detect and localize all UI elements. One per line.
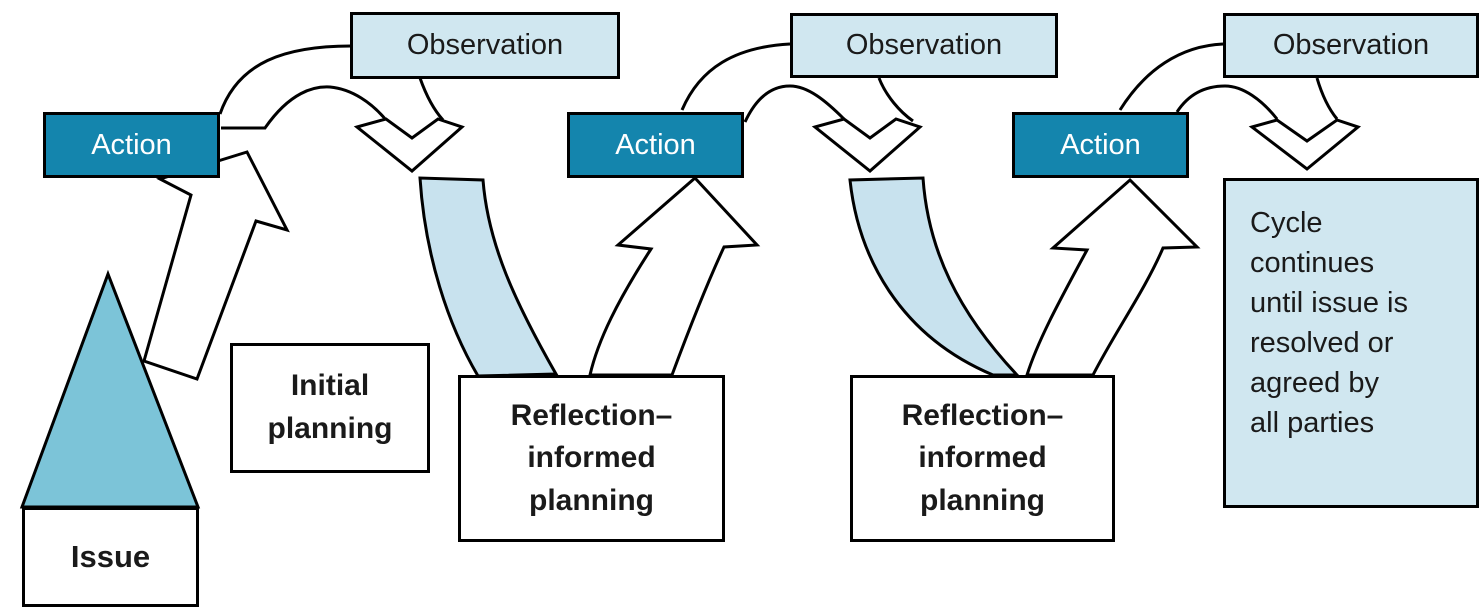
cycle-note-line-2: continues [1250,247,1375,280]
swoosh-to-reflection2 [848,176,1021,377]
initial-planning-line-2: planning [267,412,393,445]
initial-planning-box: Initial planning [230,343,430,473]
reflection-planning-box-2: Reflection– informed planning [850,375,1115,542]
arrow-reflection1-to-action2 [588,175,761,377]
reflection1-line-1: Reflection– [510,398,673,432]
observation-label-2: Observation [845,29,1003,61]
arc-action1-inner [221,85,388,130]
issue-box: Issue [22,507,199,607]
arrow-issue-to-action1 [142,150,290,381]
initial-planning-line-1: Initial [290,369,370,403]
observation-box-3: Observation [1223,13,1479,78]
observation-box-1: Observation [350,12,620,79]
arrowhead-down-2 [811,117,923,173]
action-box-2: Action [567,112,744,178]
swoosh-to-reflection1 [418,176,559,378]
cycle-continues-box: Cycle continues until issue is resolved … [1223,178,1479,508]
arc-action2-to-observation2 [680,42,791,111]
action-label-2: Action [615,128,696,161]
reflection1-line-3: planning [529,483,654,517]
arc-observation3-drop [1315,77,1339,120]
observation-label-3: Observation [1272,29,1430,61]
issue-label: Issue [70,539,151,574]
observation-label-1: Observation [406,29,564,61]
action-label-3: Action [1060,128,1141,161]
cycle-note-line-3: until issue is [1250,287,1408,320]
reflection1-line-2: informed [527,441,656,475]
observation-box-2: Observation [790,13,1058,78]
cycle-note-line-4: resolved or [1250,327,1394,360]
arc-action3-inner [1175,84,1279,120]
cycle-note-line-1: Cycle [1250,207,1323,239]
cycle-note-line-6: all parties [1250,407,1375,440]
reflection2-line-1: Reflection– [901,398,1064,432]
action-box-1: Action [43,112,220,178]
cycle-note-line-5: agreed by [1250,367,1379,400]
arrowhead-down-1 [353,117,465,173]
arc-observation1-drop [418,77,445,122]
reflection2-line-3: planning [920,483,1045,517]
arc-action2-inner [743,84,846,123]
arrow-reflection2-to-action3 [1024,177,1201,377]
arc-observation2-drop [877,77,914,123]
action-label-1: Action [91,128,172,161]
arc-action3-to-observation3 [1118,42,1224,111]
reflection2-line-2: informed [918,441,1047,475]
action-box-3: Action [1012,112,1189,178]
reflection-planning-box-1: Reflection– informed planning [458,375,725,542]
arrowhead-down-3 [1248,118,1362,171]
arc-action1-to-observation1 [218,44,352,115]
